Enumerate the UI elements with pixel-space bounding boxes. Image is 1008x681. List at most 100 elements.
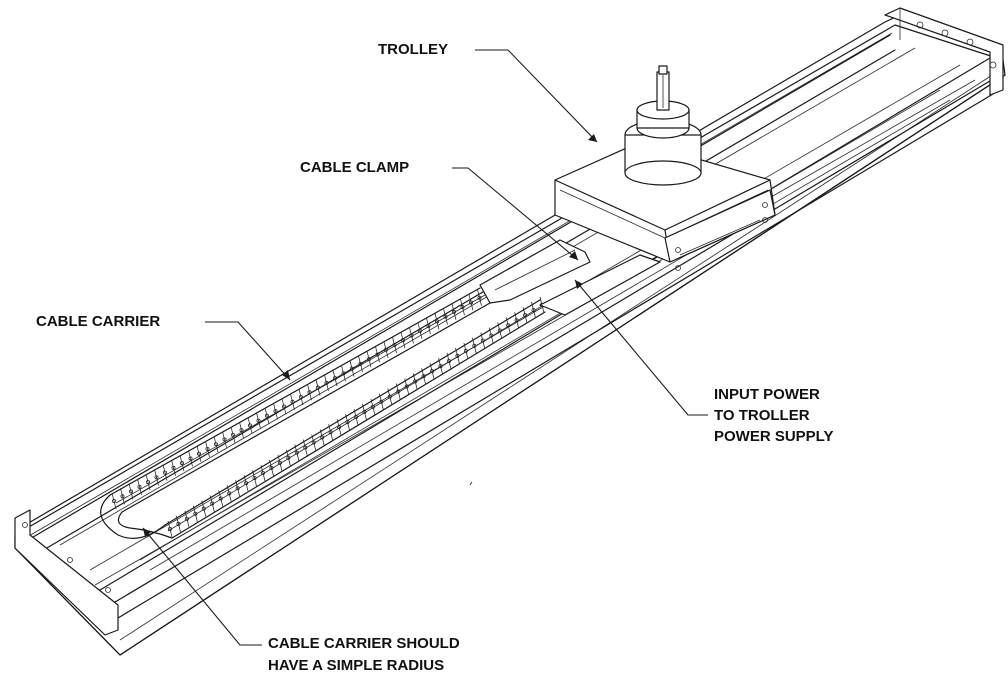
- chain-link-upper-pin: [281, 404, 286, 409]
- chain-link-upper-pin: [451, 309, 456, 314]
- chain-link-lower: [243, 475, 249, 492]
- chain-link-lower: [294, 444, 300, 461]
- chain-link-upper-pin: [443, 314, 448, 319]
- chain-link-lower: [505, 317, 511, 334]
- chain-link-upper-pin: [417, 328, 422, 333]
- chain-link-upper: [451, 303, 457, 321]
- chain-link-lower-pin: [506, 323, 511, 328]
- chain-link-upper: [392, 336, 397, 354]
- label-input-power-line2: TO TROLLER: [714, 407, 810, 424]
- chain-link-upper-pin: [188, 456, 193, 461]
- chain-link-upper-pin: [273, 409, 278, 414]
- chain-link-upper-pin: [179, 461, 184, 466]
- chain-link-upper-pin: [460, 305, 465, 310]
- chain-link-lower: [201, 500, 207, 517]
- chain-link-lower-pin: [480, 338, 485, 343]
- chain-link-lower-pin: [320, 435, 325, 440]
- chain-link-lower-pin: [218, 496, 223, 501]
- chain-link-lower-pin: [337, 425, 342, 430]
- label-trolley: TROLLEY: [378, 41, 448, 58]
- chain-link-lower-pin: [184, 516, 189, 521]
- chain-link-upper-pin: [239, 428, 244, 433]
- chain-link-upper: [230, 426, 236, 443]
- chain-link-lower: [471, 337, 477, 354]
- chain-link-lower: [480, 332, 486, 349]
- chain-link-upper-pin: [290, 399, 295, 404]
- chain-link-lower: [235, 480, 241, 497]
- chain-link-lower: [336, 419, 342, 436]
- chain-link-upper-pin: [477, 295, 482, 300]
- chain-link-upper: [273, 403, 278, 420]
- chain-link-lower-pin: [421, 374, 426, 379]
- track-end-cap-right: [884, 7, 1004, 96]
- chain-link-upper-pin: [256, 418, 261, 423]
- track-rails: [19, 14, 1004, 619]
- chain-link-lower-pin: [463, 348, 468, 353]
- chain-link-upper: [264, 407, 270, 425]
- chain-link-upper: [128, 483, 134, 500]
- chain-link-lower: [345, 413, 350, 431]
- label-radius-note-line2: HAVE A SIMPLE RADIUS: [268, 657, 445, 674]
- chain-link-lower: [209, 495, 215, 512]
- chain-link-upper-pin: [383, 347, 388, 352]
- chain-link-lower: [378, 393, 384, 410]
- chain-link-upper-pin: [137, 484, 142, 489]
- chain-link-lower: [285, 449, 291, 466]
- chain-link-lower-pin: [379, 399, 384, 404]
- chain-link-upper: [341, 365, 346, 382]
- chain-link-upper-pin: [213, 442, 218, 447]
- chain-link-lower: [167, 520, 173, 538]
- chain-link-upper: [247, 417, 253, 434]
- trolley-body: [554, 65, 776, 271]
- chain-link-lower-pin: [404, 384, 409, 389]
- chain-link-upper-pin: [128, 489, 133, 494]
- chain-link-upper: [443, 308, 448, 325]
- chain-link-lower-pin: [523, 313, 528, 318]
- chain-link-lower-pin: [210, 501, 215, 506]
- chain-link-upper-pin: [222, 437, 227, 442]
- chain-link-upper-pin: [196, 451, 201, 456]
- chain-link-upper: [298, 388, 304, 406]
- chain-link-lower: [319, 429, 325, 446]
- chain-link-upper-pin: [264, 413, 269, 418]
- chain-link-lower: [395, 383, 401, 400]
- chain-link-upper-pin: [120, 494, 125, 499]
- chain-link-upper: [426, 317, 431, 335]
- chain-link-lower: [362, 403, 367, 421]
- chain-link-upper-pin: [298, 394, 303, 399]
- chain-link-lower: [522, 307, 528, 324]
- chain-link-upper: [162, 464, 168, 481]
- chain-link-lower: [455, 347, 460, 365]
- chain-link-upper: [188, 450, 193, 467]
- chain-link-lower-pin: [472, 343, 477, 348]
- chain-link-upper: [171, 459, 176, 477]
- chain-link-upper-pin: [392, 342, 397, 347]
- chain-link-upper-pin: [426, 324, 431, 329]
- chain-link-lower: [192, 505, 198, 522]
- label-input-power-line1: INPUT POWER: [714, 386, 820, 403]
- chain-link-lower-pin: [193, 511, 198, 516]
- chain-link-upper: [460, 299, 465, 316]
- label-cable-carrier: CABLE CARRIER: [36, 313, 161, 330]
- chain-link-lower: [412, 373, 418, 390]
- chain-link-upper-pin: [341, 371, 346, 376]
- label-radius-note-line1: CABLE CARRIER SHOULD: [268, 635, 460, 652]
- chain-link-lower-pin: [430, 369, 435, 374]
- chain-link-lower-pin: [244, 481, 249, 486]
- chain-link-lower: [311, 434, 317, 451]
- chain-link-lower: [514, 312, 520, 329]
- label-input-power-line3: POWER SUPPLY: [714, 428, 834, 445]
- chain-link-upper-pin: [230, 432, 235, 437]
- chain-link-lower-pin: [531, 308, 536, 313]
- chain-link-lower-pin: [176, 521, 181, 526]
- chain-link-upper: [349, 360, 355, 377]
- chain-link-upper-pin: [400, 338, 405, 343]
- chain-link-upper-pin: [324, 380, 329, 385]
- chain-link-lower: [404, 378, 410, 395]
- chain-link-upper: [205, 440, 210, 458]
- chain-link-lower: [176, 515, 181, 533]
- chain-link-lower-pin: [396, 389, 401, 394]
- chain-link-lower: [438, 357, 443, 375]
- chain-link-upper: [324, 374, 329, 391]
- chain-link-lower-pin: [311, 440, 316, 445]
